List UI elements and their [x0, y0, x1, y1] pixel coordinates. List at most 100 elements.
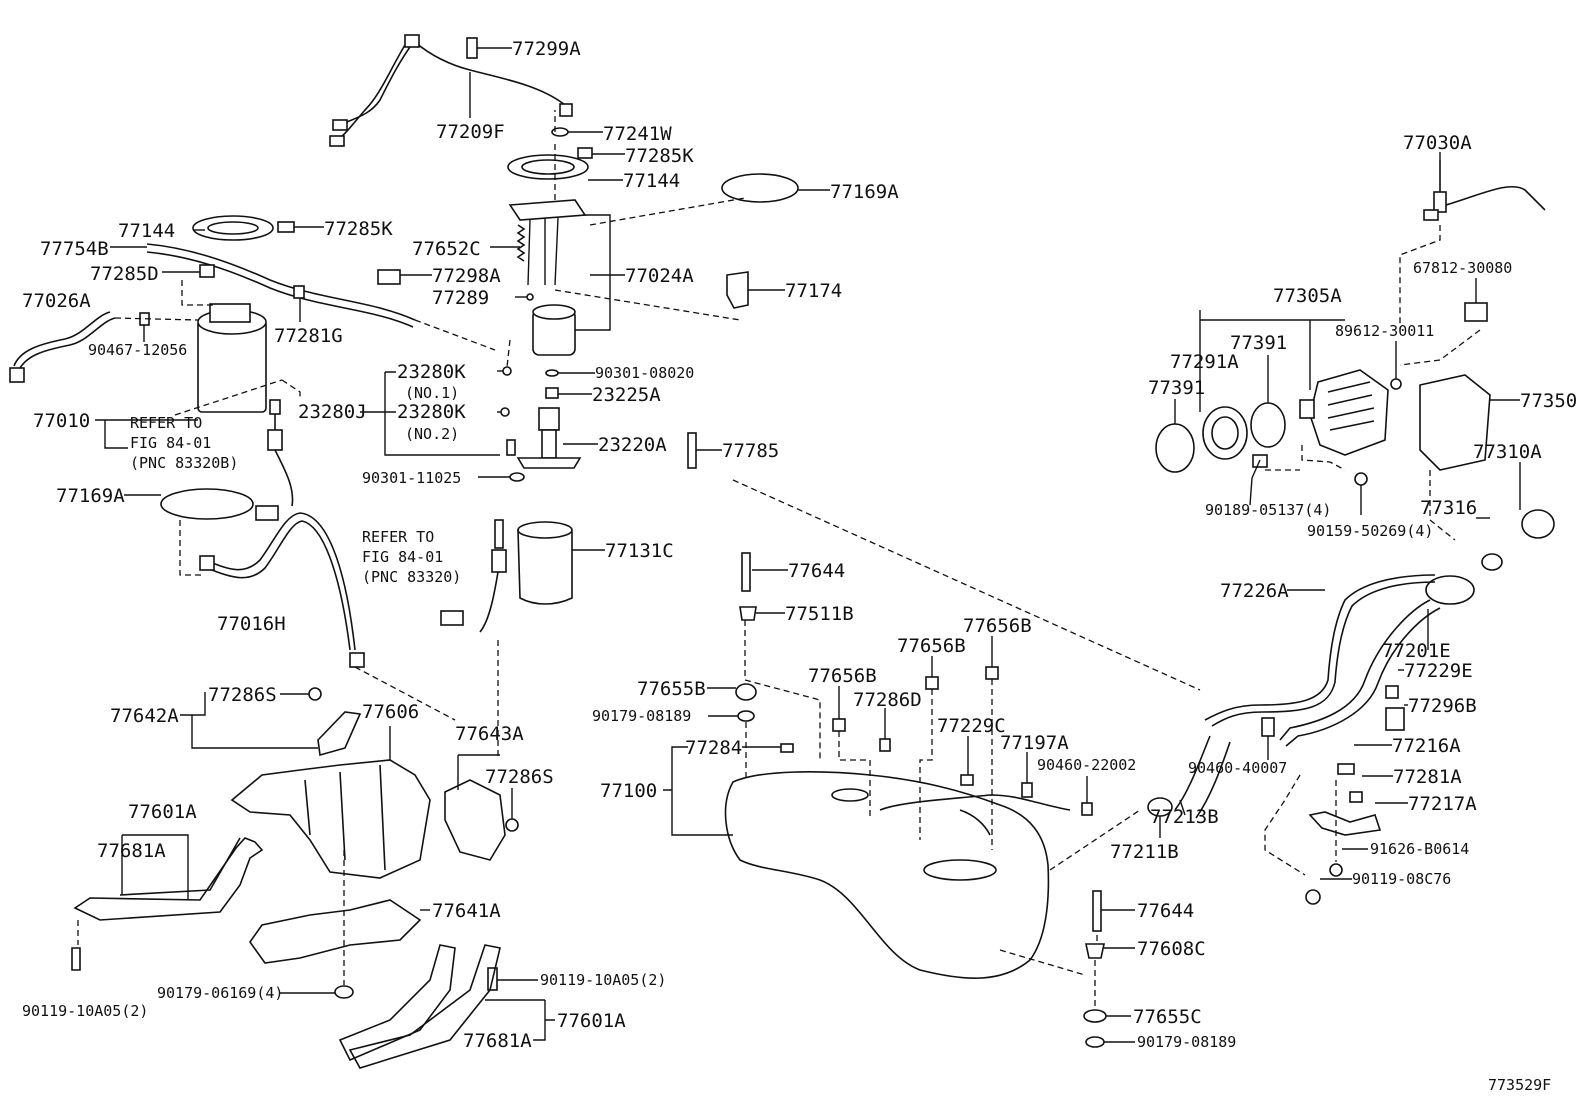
label-77391-a[interactable]: 77391: [1148, 377, 1205, 399]
label-77284[interactable]: 77284: [685, 737, 742, 759]
label-77286D[interactable]: 77286D: [853, 689, 922, 711]
label-77285K-a[interactable]: 77285K: [625, 145, 694, 167]
label-90189-05137[interactable]: 90189-05137(4): [1205, 501, 1331, 519]
refer-note-b-line1: REFER TO: [362, 528, 434, 546]
label-77211B[interactable]: 77211B: [1110, 841, 1179, 863]
clip-77229C: [960, 774, 974, 786]
label-77169A-b[interactable]: 77169A: [56, 485, 125, 507]
label-77511B[interactable]: 77511B: [785, 603, 854, 625]
label-23280J[interactable]: 23280J: [298, 401, 367, 423]
label-77169A-a[interactable]: 77169A: [830, 181, 899, 203]
label-23280K-1[interactable]: 23280K: [397, 361, 466, 383]
label-77286S-a[interactable]: 77286S: [208, 684, 277, 706]
label-90460-40007[interactable]: 90460-40007: [1188, 759, 1287, 777]
label-90179-08189-a[interactable]: 90179-08189: [592, 707, 691, 725]
label-77291A[interactable]: 77291A: [1170, 351, 1239, 373]
clip-77286D: [879, 738, 891, 752]
label-77681A-b[interactable]: 77681A: [463, 1030, 532, 1052]
label-89612-30011[interactable]: 89612-30011: [1335, 322, 1434, 340]
label-77681A-a[interactable]: 77681A: [97, 840, 166, 862]
label-77316[interactable]: 77316: [1420, 497, 1477, 519]
label-77644-b[interactable]: 77644: [1137, 900, 1194, 922]
label-90460-22002[interactable]: 90460-22002: [1037, 756, 1136, 774]
label-77655B[interactable]: 77655B: [637, 678, 706, 700]
label-77785[interactable]: 77785: [722, 440, 779, 462]
filler-pipe-77201E: [1279, 575, 1475, 747]
label-77601A-a[interactable]: 77601A: [128, 801, 197, 823]
gasket-77316: [1481, 553, 1503, 571]
oring-90301-08020: [545, 369, 559, 377]
label-77298A[interactable]: 77298A: [432, 265, 501, 287]
label-77285D[interactable]: 77285D: [90, 263, 159, 285]
label-77209F[interactable]: 77209F: [436, 121, 505, 143]
label-77281G[interactable]: 77281G: [274, 325, 343, 347]
label-77289[interactable]: 77289: [432, 287, 489, 309]
label-77229C[interactable]: 77229C: [937, 715, 1006, 737]
label-77144-a[interactable]: 77144: [623, 170, 680, 192]
label-77281A[interactable]: 77281A: [1393, 766, 1462, 788]
label-77201E[interactable]: 77201E: [1382, 640, 1451, 662]
label-77131C[interactable]: 77131C: [605, 540, 674, 562]
label-77241W[interactable]: 77241W: [603, 123, 672, 145]
oring-77391-b: [1250, 402, 1286, 448]
label-77026A[interactable]: 77026A: [22, 290, 91, 312]
label-77216A[interactable]: 77216A: [1392, 735, 1461, 757]
label-90179-06169[interactable]: 90179-06169(4): [157, 984, 283, 1002]
label-77296B[interactable]: 77296B: [1408, 695, 1477, 717]
label-77643A[interactable]: 77643A: [455, 723, 524, 745]
label-90119-10A05-b[interactable]: 90119-10A05(2): [540, 971, 666, 989]
label-77286S-b[interactable]: 77286S: [485, 766, 554, 788]
regulator-23220A: [516, 407, 582, 469]
label-90301-11025[interactable]: 90301-11025: [362, 469, 461, 487]
label-90119-10A05-a[interactable]: 90119-10A05(2): [22, 1002, 148, 1020]
label-23225A[interactable]: 23225A: [592, 384, 661, 406]
part-labels: 77299A 77209F 77241W 77285K 77144 77169A…: [22, 38, 1577, 1094]
label-90467-12056[interactable]: 90467-12056: [88, 341, 187, 359]
label-77217A[interactable]: 77217A: [1408, 793, 1477, 815]
label-77016H[interactable]: 77016H: [217, 613, 286, 635]
label-77285K-b[interactable]: 77285K: [324, 218, 393, 240]
label-77641A[interactable]: 77641A: [432, 900, 501, 922]
bolt-90119-10A05-a: [71, 947, 81, 971]
label-67812-30080[interactable]: 67812-30080: [1413, 259, 1512, 277]
label-77656B-c[interactable]: 77656B: [808, 665, 877, 687]
bolt-91626: [1329, 863, 1343, 877]
cushion-77656B-b: [925, 676, 939, 690]
label-77030A[interactable]: 77030A: [1403, 132, 1472, 154]
label-77350[interactable]: 77350: [1520, 390, 1577, 412]
clip-77229E: [1385, 685, 1399, 699]
label-90119-08C76[interactable]: 90119-08C76: [1352, 870, 1451, 888]
label-77656B-a[interactable]: 77656B: [963, 615, 1032, 637]
label-91626-B0614[interactable]: 91626-B0614: [1370, 840, 1469, 858]
label-77655C[interactable]: 77655C: [1133, 1006, 1202, 1028]
label-77644-a[interactable]: 77644: [788, 560, 845, 582]
label-77213B[interactable]: 77213B: [1150, 806, 1219, 828]
label-77601A-b[interactable]: 77601A: [557, 1010, 626, 1032]
label-77310A[interactable]: 77310A: [1473, 441, 1542, 463]
label-23280K-2[interactable]: 23280K: [397, 401, 466, 423]
label-77606[interactable]: 77606: [362, 701, 419, 723]
label-77226A[interactable]: 77226A: [1220, 580, 1289, 602]
label-77652C[interactable]: 77652C: [412, 238, 481, 260]
label-77144-b[interactable]: 77144: [118, 220, 175, 242]
label-67812: [1464, 302, 1488, 322]
label-77299A[interactable]: 77299A: [512, 38, 581, 60]
label-77754B[interactable]: 77754B: [40, 238, 109, 260]
label-77229E[interactable]: 77229E: [1404, 660, 1473, 682]
label-23220A[interactable]: 23220A: [598, 434, 667, 456]
label-77024A[interactable]: 77024A: [625, 265, 694, 287]
label-77656B-b[interactable]: 77656B: [897, 635, 966, 657]
label-77197A[interactable]: 77197A: [1000, 732, 1069, 754]
label-77608C[interactable]: 77608C: [1137, 938, 1206, 960]
label-77391-b[interactable]: 77391: [1230, 332, 1287, 354]
label-90159-50269[interactable]: 90159-50269(4): [1307, 522, 1433, 540]
label-77642A[interactable]: 77642A: [110, 705, 179, 727]
dashed-assembly-lines: [77, 110, 1481, 1010]
label-77174[interactable]: 77174: [785, 280, 842, 302]
label-77305A[interactable]: 77305A: [1273, 285, 1342, 307]
label-90179-08189-b[interactable]: 90179-08189: [1137, 1033, 1236, 1051]
label-77100[interactable]: 77100: [600, 780, 657, 802]
label-90301-08020[interactable]: 90301-08020: [595, 364, 694, 382]
label-77010[interactable]: 77010: [33, 410, 90, 432]
